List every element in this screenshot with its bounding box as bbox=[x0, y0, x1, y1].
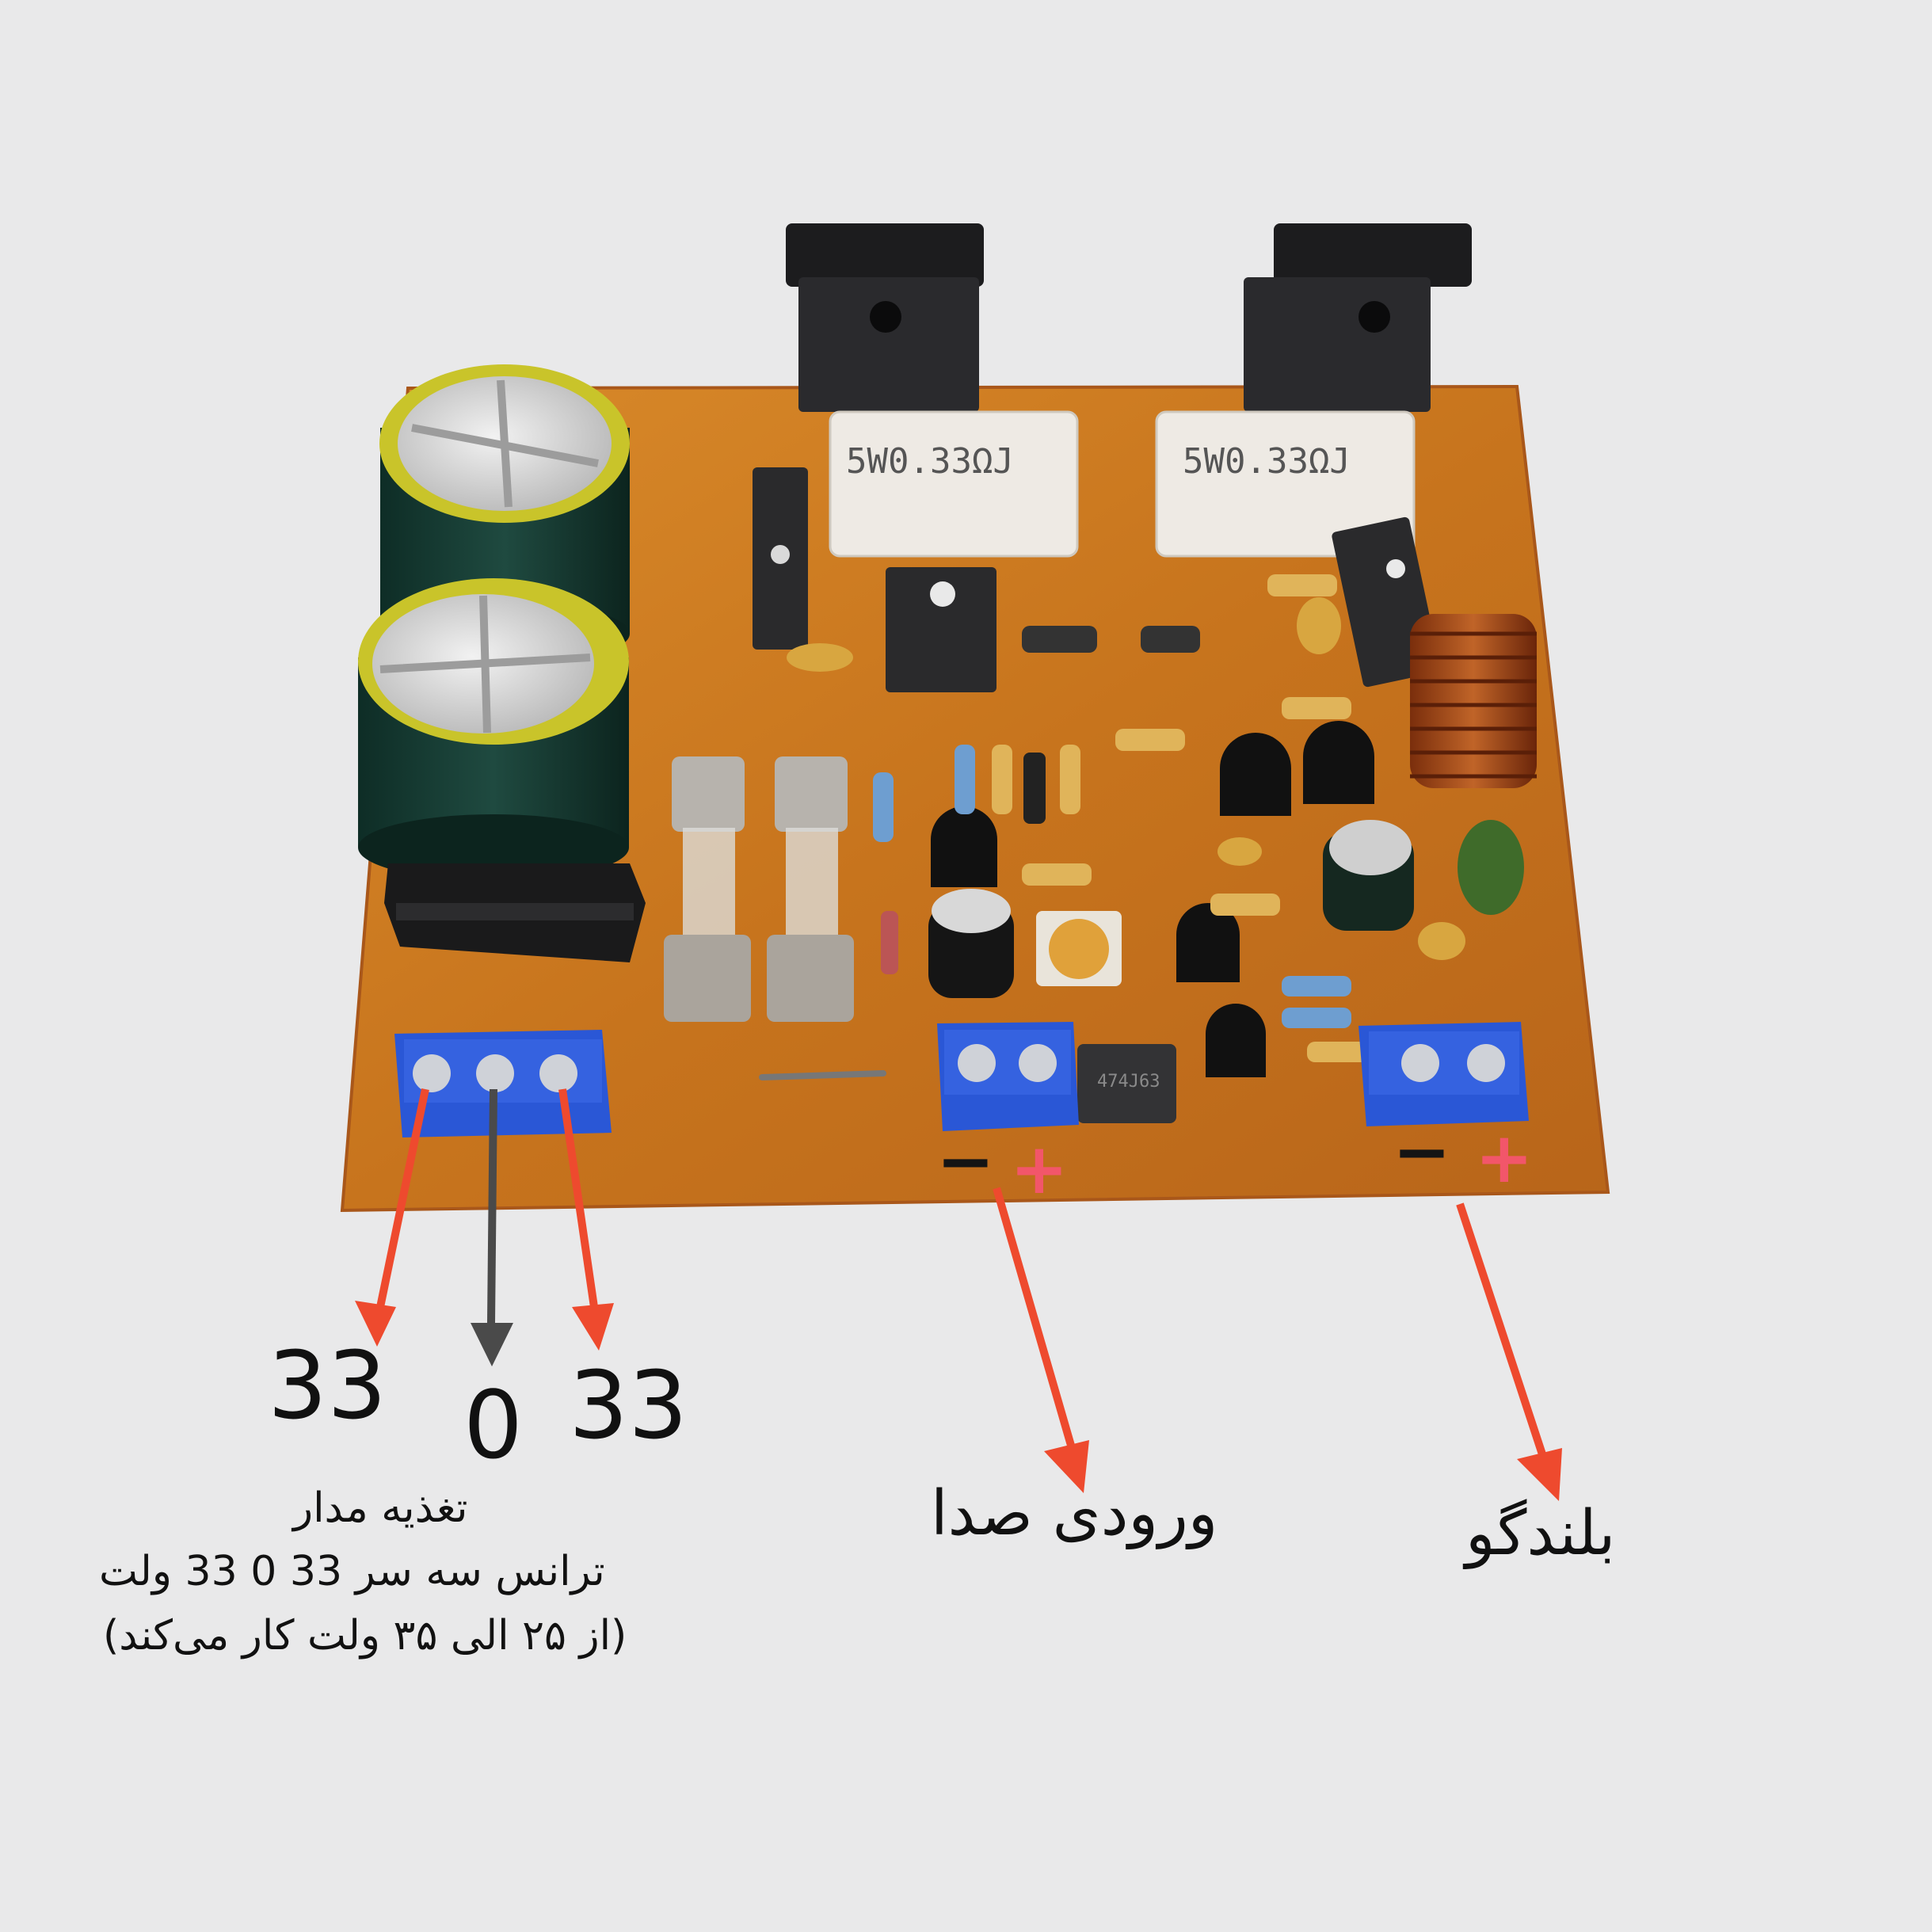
speaker-label: بلندگو bbox=[1465, 1498, 1616, 1569]
bridge-rectifier bbox=[384, 863, 646, 962]
power-terminal-block[interactable] bbox=[394, 1030, 612, 1137]
supply-title: تغذیه مدار bbox=[293, 1484, 468, 1532]
film-capacitors bbox=[787, 597, 1524, 960]
audio-input-minus-mark: − bbox=[936, 1120, 995, 1202]
audio-input-terminal-block[interactable] bbox=[937, 1022, 1079, 1131]
speaker-arrow bbox=[1456, 1202, 1562, 1501]
output-inductor-coil bbox=[1410, 614, 1537, 788]
smd-inductor-marking: 474J63 bbox=[1097, 1072, 1160, 1092]
power-resistor-right-marking: 5W0.33ΩJ bbox=[1183, 441, 1351, 482]
power-resistor-left: 5W0.33ΩJ bbox=[829, 410, 1079, 558]
speaker-plus-mark: + bbox=[1475, 1117, 1534, 1198]
supply-arrow-left bbox=[355, 1088, 429, 1347]
power-terminal-screw-3[interactable] bbox=[539, 1054, 577, 1092]
supply-left-voltage: 33 bbox=[268, 1331, 387, 1440]
small-capacitor-center bbox=[928, 889, 1014, 998]
driver-transistor-left bbox=[753, 467, 808, 650]
speaker-screw-minus[interactable] bbox=[1401, 1044, 1439, 1082]
audio-input-screw-minus[interactable] bbox=[958, 1044, 996, 1082]
filter-capacitor-bottom bbox=[358, 578, 629, 881]
supply-arrow-right bbox=[558, 1088, 614, 1351]
supply-center-voltage: 0 bbox=[463, 1370, 524, 1480]
supply-right-voltage: 33 bbox=[569, 1351, 688, 1460]
power-terminal-screw-2[interactable] bbox=[476, 1054, 514, 1092]
fuse-left bbox=[664, 756, 751, 1022]
power-resistor-left-marking: 5W0.33ΩJ bbox=[846, 441, 1014, 482]
speaker-terminal-block[interactable] bbox=[1358, 1022, 1529, 1126]
fuse-right bbox=[767, 756, 854, 1022]
power-resistor-right: 5W0.33ΩJ bbox=[1155, 410, 1416, 558]
small-transistors bbox=[931, 721, 1374, 1077]
supply-transformer-line: ترانس سه سر 33 0 33 ولت bbox=[99, 1548, 605, 1595]
power-transistor-right bbox=[1244, 223, 1472, 412]
power-transistor-left bbox=[786, 223, 984, 412]
jumper-wire bbox=[759, 1070, 886, 1080]
trimmer-potentiometer bbox=[1036, 911, 1122, 986]
speaker-screw-plus[interactable] bbox=[1467, 1044, 1505, 1082]
audio-input-plus-mark: + bbox=[1010, 1128, 1069, 1210]
audio-input-screw-plus[interactable] bbox=[1019, 1044, 1057, 1082]
supply-range-line: (از ۲۵ الی ۳۵ ولت کار می‌کند) bbox=[103, 1612, 627, 1660]
audio-input-label: ورودی صدا bbox=[931, 1478, 1218, 1549]
smd-inductor: 474J63 bbox=[1077, 1044, 1176, 1123]
audio-input-arrow bbox=[993, 1187, 1089, 1493]
driver-transistor-center bbox=[886, 567, 996, 692]
small-resistors bbox=[873, 574, 1377, 1062]
power-terminal-screw-1[interactable] bbox=[413, 1054, 451, 1092]
small-capacitor-right bbox=[1323, 820, 1414, 931]
supply-arrow-center bbox=[471, 1088, 513, 1366]
speaker-minus-mark: − bbox=[1393, 1111, 1451, 1192]
